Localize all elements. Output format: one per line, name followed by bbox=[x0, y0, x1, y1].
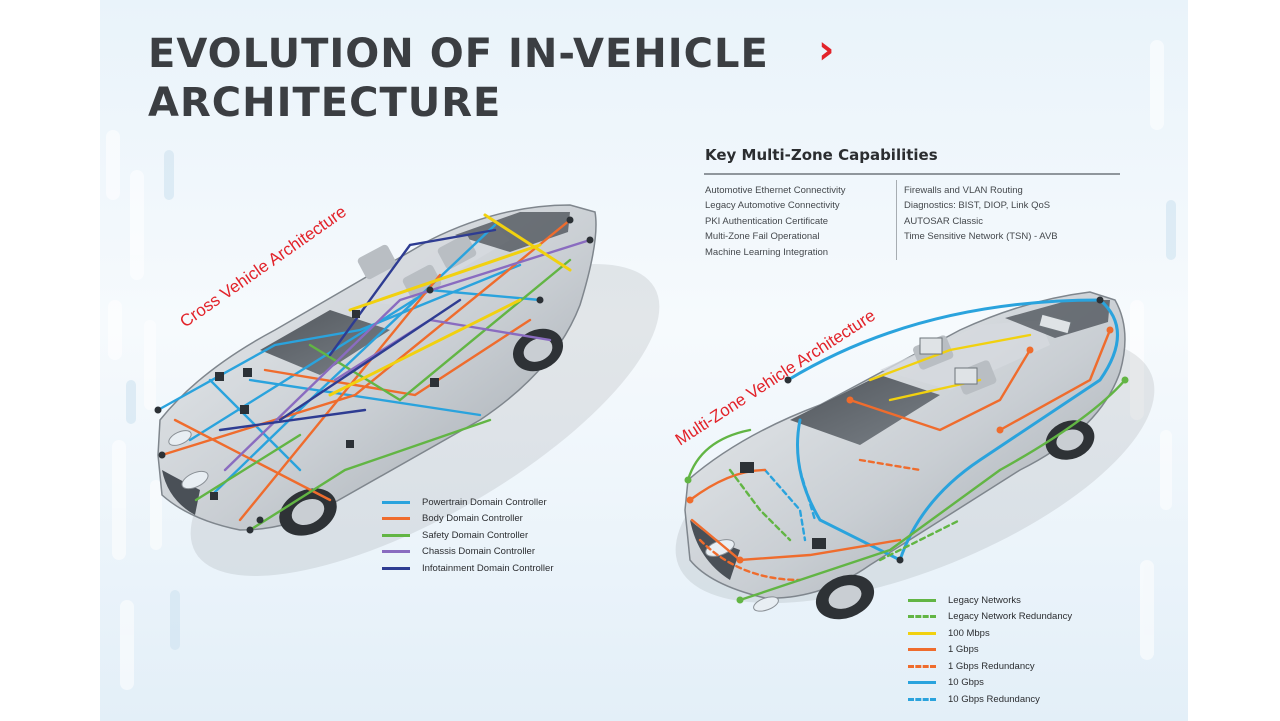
multi-zone-wiring bbox=[686, 298, 1127, 602]
legend-label: Powertrain Domain Controller bbox=[422, 496, 547, 508]
legend-label: 100 Mbps bbox=[948, 627, 990, 639]
legend-swatch bbox=[908, 697, 936, 701]
legend-label: 10 Gbps Redundancy bbox=[948, 693, 1040, 705]
legend-item: 10 Gbps Redundancy bbox=[908, 691, 1072, 708]
legend-swatch bbox=[382, 550, 410, 554]
chevron-right-icon: › bbox=[818, 27, 835, 73]
legend-item: 1 Gbps bbox=[908, 642, 1072, 659]
legend-item: 1 Gbps Redundancy bbox=[908, 658, 1072, 675]
legend-label: Chassis Domain Controller bbox=[422, 546, 535, 558]
legend-item: 10 Gbps bbox=[908, 675, 1072, 692]
legend-label: Body Domain Controller bbox=[422, 513, 523, 525]
legend-item: Body Domain Controller bbox=[382, 511, 553, 528]
legend-swatch bbox=[382, 517, 410, 521]
background-pattern bbox=[106, 40, 1176, 690]
capabilities-rule bbox=[704, 173, 1120, 175]
capability-item: Time Sensitive Network (TSN) - AVB bbox=[904, 231, 1058, 243]
legend-swatch bbox=[908, 598, 936, 602]
capability-item: Automotive Ethernet Connectivity bbox=[705, 185, 846, 196]
capability-item: Diagnostics: BIST, DIOP, Link QoS bbox=[904, 200, 1051, 212]
legend-swatch bbox=[908, 681, 936, 685]
capabilities-heading: Key Multi-Zone Capabilities bbox=[705, 146, 938, 164]
capability-item: Multi-Zone Fail Operational bbox=[705, 231, 820, 243]
legend-item: Legacy Networks bbox=[908, 592, 1072, 609]
capability-item: PKI Authentication Certificate bbox=[705, 215, 829, 227]
legend-swatch bbox=[382, 533, 410, 537]
legend-item: Powertrain Domain Controller bbox=[382, 494, 553, 511]
capability-item: Machine Learning Integration bbox=[705, 246, 829, 258]
capability-item: Firewalls and VLAN Routing bbox=[904, 185, 1023, 196]
legend-label: 10 Gbps bbox=[948, 677, 984, 689]
legend-swatch bbox=[382, 500, 410, 504]
capabilities-divider bbox=[896, 180, 897, 260]
legend-swatch bbox=[908, 648, 936, 652]
cross-vehicle-ecu-nodes bbox=[154, 216, 594, 534]
legend-label: Legacy Network Redundancy bbox=[948, 611, 1073, 623]
capability-item: Legacy Automotive Connectivity bbox=[705, 200, 840, 212]
capabilities-list-left: Automotive Ethernet Connectivity Legacy … bbox=[705, 183, 845, 260]
cross-vehicle-car bbox=[157, 204, 660, 576]
legend-swatch bbox=[908, 631, 936, 635]
legend-label: Infotainment Domain Controller bbox=[422, 562, 554, 574]
legend-item: 100 Mbps bbox=[908, 625, 1072, 642]
page-title-line-1: EVOLUTION OF IN-VEHICLE bbox=[148, 31, 769, 77]
legend-swatch bbox=[382, 566, 410, 570]
architecture-diagram: Cross Vehicle Architecture bbox=[154, 202, 1155, 620]
legend-label: 1 Gbps bbox=[948, 644, 979, 656]
legend-label: 1 Gbps Redundancy bbox=[948, 660, 1035, 672]
capabilities-list-right: Firewalls and VLAN Routing Diagnostics: … bbox=[904, 183, 1058, 245]
legend-label: Safety Domain Controller bbox=[422, 529, 529, 541]
legend-item: Legacy Network Redundancy bbox=[908, 609, 1072, 626]
poster: EVOLUTION OF IN-VEHICLE › ARCHITECTURE K… bbox=[100, 0, 1188, 721]
legend-item: Safety Domain Controller bbox=[382, 527, 553, 544]
legend-label: Legacy Networks bbox=[948, 594, 1021, 606]
cross-vehicle-wiring bbox=[156, 213, 592, 532]
legend-item: Infotainment Domain Controller bbox=[382, 560, 553, 577]
page-title-line-2: ARCHITECTURE bbox=[148, 80, 502, 126]
legend-swatch bbox=[908, 664, 936, 668]
legend-swatch bbox=[908, 615, 936, 619]
multi-zone-ecu-nodes bbox=[684, 296, 1129, 604]
legend-item: Chassis Domain Controller bbox=[382, 544, 553, 561]
capability-item: AUTOSAR Classic bbox=[904, 215, 984, 227]
